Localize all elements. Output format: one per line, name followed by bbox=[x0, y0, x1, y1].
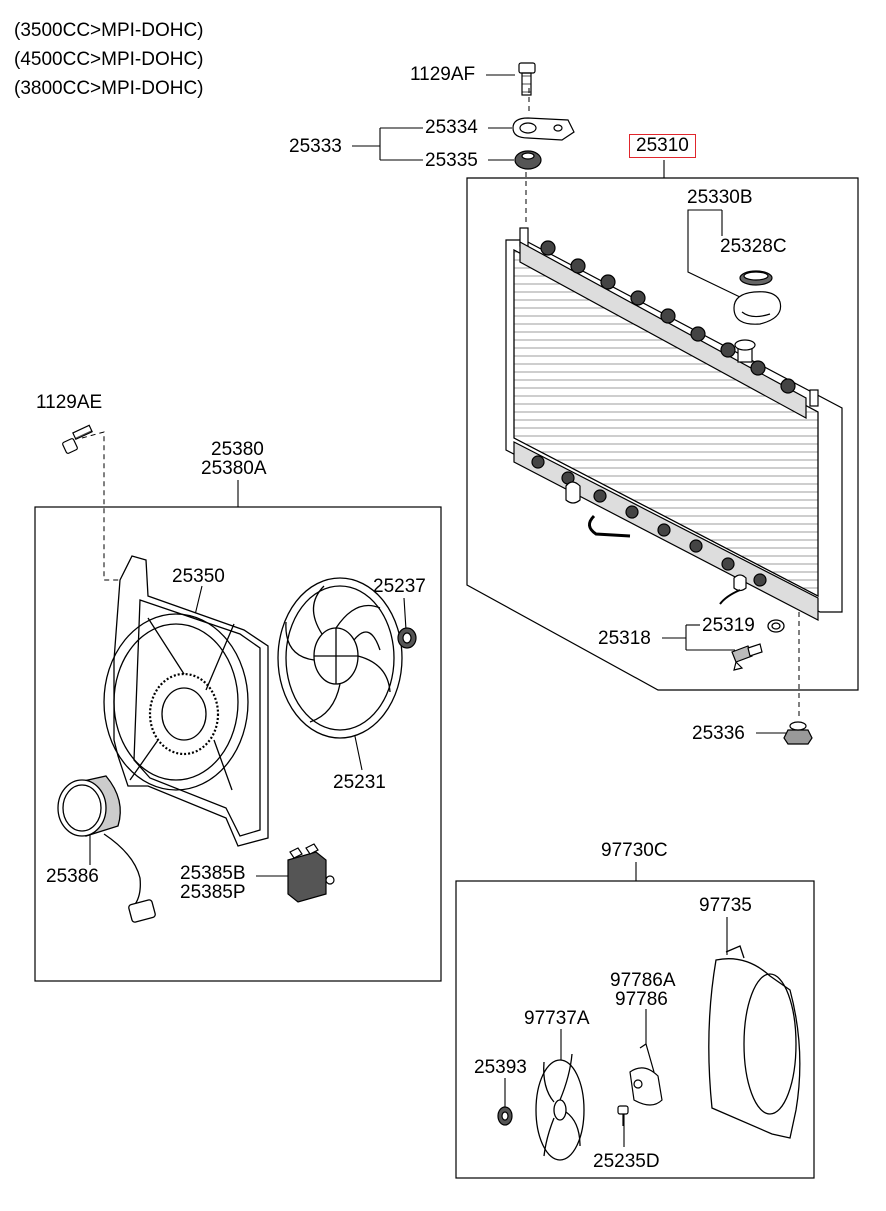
label-25328c[interactable]: 25328C bbox=[720, 236, 787, 257]
label-25318[interactable]: 25318 bbox=[598, 628, 651, 649]
label-25385b[interactable]: 25385B bbox=[180, 863, 246, 884]
drain-plug-25318[interactable] bbox=[731, 643, 763, 671]
o-ring-25319[interactable] bbox=[767, 619, 785, 633]
label-25235d[interactable]: 25235D bbox=[593, 1151, 660, 1172]
bolt-1129af[interactable] bbox=[518, 62, 536, 96]
label-25380a[interactable]: 25380A bbox=[201, 458, 267, 479]
label-97735[interactable]: 97735 bbox=[699, 895, 752, 916]
label-25393[interactable]: 25393 bbox=[474, 1057, 527, 1078]
auxiliary-fan-group-frame bbox=[455, 880, 815, 1179]
label-25330b[interactable]: 25330B bbox=[687, 187, 753, 208]
label-25231[interactable]: 25231 bbox=[333, 772, 386, 793]
leader-lines bbox=[89, 74, 790, 1147]
note-line: (3800CC>MPI-DOHC) bbox=[14, 78, 204, 99]
radiator-group-frame bbox=[466, 177, 859, 691]
bracket-25334[interactable] bbox=[512, 117, 575, 141]
label-25335[interactable]: 25335 bbox=[425, 150, 478, 171]
label-25336[interactable]: 25336 bbox=[692, 723, 745, 744]
label-25319[interactable]: 25319 bbox=[702, 615, 755, 636]
label-25380[interactable]: 25380 bbox=[211, 439, 264, 460]
screw-25235d[interactable] bbox=[617, 1105, 629, 1126]
resistor-25385b[interactable] bbox=[287, 843, 335, 903]
label-97737a[interactable]: 97737A bbox=[524, 1008, 590, 1029]
washer-25393[interactable] bbox=[497, 1106, 513, 1126]
label-25334[interactable]: 25334 bbox=[425, 117, 478, 138]
label-25350[interactable]: 25350 bbox=[172, 566, 225, 587]
label-1129ae[interactable]: 1129AE bbox=[36, 392, 103, 413]
aux-fan-97737a[interactable] bbox=[535, 1053, 585, 1161]
label-1129af[interactable]: 1129AF bbox=[410, 64, 476, 85]
aux-motor-97786[interactable] bbox=[629, 1043, 663, 1106]
label-97786[interactable]: 97786 bbox=[615, 989, 668, 1010]
note-line: (3500CC>MPI-DOHC) bbox=[14, 20, 204, 41]
bolt-1129ae[interactable] bbox=[62, 424, 93, 454]
radiator-25310[interactable] bbox=[505, 227, 843, 621]
label-25310-highlighted[interactable]: 25310 bbox=[629, 134, 696, 158]
label-97786a[interactable]: 97786A bbox=[610, 970, 676, 991]
radiator-cap-25330b[interactable] bbox=[733, 291, 782, 325]
label-25385p[interactable]: 25385P bbox=[180, 882, 246, 903]
aux-shroud-97735[interactable] bbox=[708, 945, 801, 1139]
fan-motor-25386[interactable] bbox=[57, 775, 156, 923]
engine-notes: (3500CC>MPI-DOHC) (4500CC>MPI-DOHC) (380… bbox=[14, 16, 204, 103]
fan-shroud-25350[interactable] bbox=[103, 555, 269, 847]
label-25386[interactable]: 25386 bbox=[46, 866, 99, 887]
insulator-25336[interactable] bbox=[783, 721, 813, 745]
label-25333[interactable]: 25333 bbox=[289, 136, 342, 157]
note-line: (4500CC>MPI-DOHC) bbox=[14, 49, 204, 70]
label-97730c[interactable]: 97730C bbox=[601, 840, 668, 861]
seal-25328c[interactable] bbox=[739, 270, 773, 286]
fan-blade-25231[interactable] bbox=[277, 577, 403, 739]
washer-25237[interactable] bbox=[397, 627, 417, 649]
label-25237[interactable]: 25237 bbox=[373, 576, 426, 597]
insulator-25335[interactable] bbox=[514, 150, 542, 170]
